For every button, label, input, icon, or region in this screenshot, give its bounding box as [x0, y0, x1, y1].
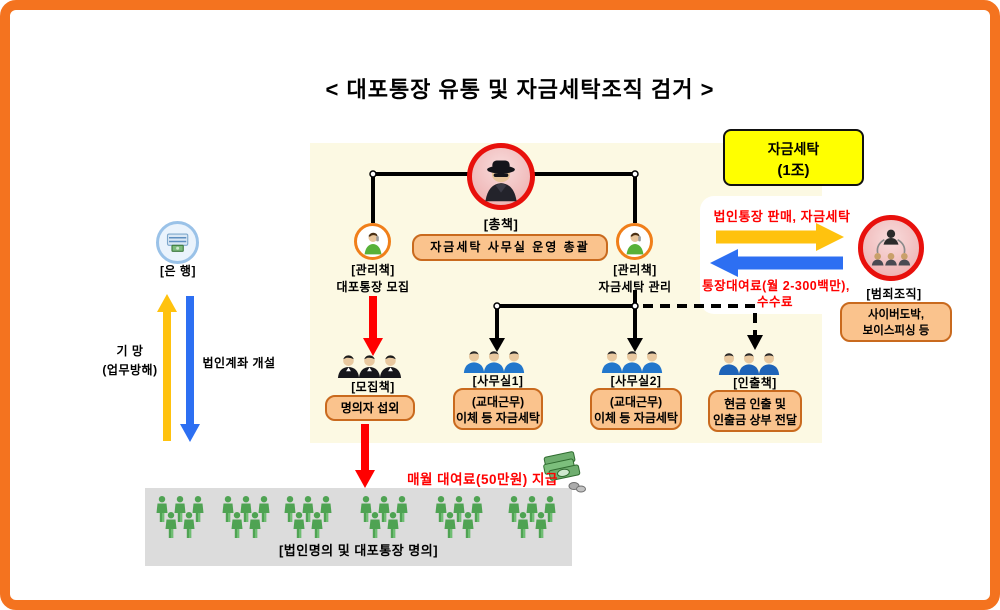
- blue-person-icon: [503, 351, 525, 373]
- diagram-title: < 대포통장 유통 및 자금세탁조직 검거 >: [325, 77, 715, 102]
- withdrawal-box: 현금 인출 및 인출금 상부 전달: [708, 390, 802, 432]
- withdrawal-label: [인출책]: [733, 376, 777, 390]
- legend-box: 자금세탁 (1조): [723, 129, 864, 186]
- criminal-org-label: [범죄조직]: [866, 287, 922, 301]
- manager-person-icon: [626, 232, 643, 254]
- sell-arrow-label: 법인통장 판매, 자금세탁: [713, 209, 851, 224]
- deception-label-line2: (업무방해): [102, 363, 158, 377]
- withdrawal-group: [718, 351, 780, 375]
- bank-node: [156, 221, 199, 264]
- blue-person-icon: [641, 351, 663, 373]
- office2-box: (교대근무) 이체 등 자금세탁: [590, 388, 682, 430]
- boss-role-box: 자금세탁 사무실 운영 총괄: [412, 234, 608, 261]
- manager-right-role: 자금세탁 관리: [598, 280, 672, 294]
- office1-group: [463, 349, 525, 373]
- fee-label-line1: 통장대여료(월 2-300백만),: [702, 279, 850, 293]
- bank-icon: [166, 232, 188, 252]
- account-open-label: 법인계좌 개설: [202, 356, 276, 370]
- office1-box: (교대근무) 이체 등 자금세탁: [453, 388, 543, 430]
- manager-person-icon: [364, 232, 381, 254]
- criminal-network-icon: [871, 229, 911, 266]
- blue-person-icon: [621, 351, 643, 373]
- money-stack-icon: [536, 446, 588, 499]
- office1-box-line1: (교대근무): [471, 395, 525, 409]
- recruiter-group: [337, 353, 402, 378]
- blue-person-icon: [718, 353, 740, 375]
- deception-label-line1: 기 망: [116, 344, 144, 358]
- legend-line1: 자금세탁: [767, 141, 820, 157]
- office2-box-line1: (교대근무): [609, 395, 663, 409]
- blue-person-icon: [483, 351, 505, 373]
- office1-box-line2: 이체 등 자금세탁: [456, 411, 540, 425]
- bank-label: [은 행]: [160, 264, 196, 278]
- name-holders-box: [145, 488, 572, 566]
- boss-node: [467, 143, 535, 210]
- fee-label-line2: 수수료: [756, 295, 793, 309]
- payment-label: 매월 대여료(50만원) 지급: [407, 472, 558, 487]
- blue-person-icon: [601, 351, 623, 373]
- recruiter-label: [모집책]: [351, 380, 395, 394]
- withdrawal-box-line1: 현금 인출 및: [724, 397, 786, 411]
- blue-person-icon: [463, 351, 485, 373]
- name-holders-label: [법인명의 및 대포통장 명의]: [278, 543, 439, 558]
- manager-right-label: [관리책]: [613, 263, 657, 277]
- suit-person-icon: [358, 355, 381, 378]
- legend-line2: (1조): [777, 162, 810, 179]
- office2-box-line2: 이체 등 자금세탁: [594, 411, 678, 425]
- manager-left-node: [354, 223, 391, 260]
- manager-right-node: [616, 223, 653, 260]
- boss-label: [총책]: [483, 217, 519, 232]
- manager-left-role: 대포통장 모집: [336, 280, 410, 294]
- recruiter-box: 명의자 섭외: [325, 395, 415, 421]
- criminal-org-node: [858, 215, 924, 281]
- suit-person-icon: [379, 355, 402, 378]
- blue-person-icon: [738, 353, 760, 375]
- blue-person-icon: [758, 353, 780, 375]
- spy-icon: [485, 160, 517, 201]
- suit-person-icon: [337, 355, 360, 378]
- office2-group: [601, 349, 663, 373]
- office2-label: [사무실2]: [610, 374, 662, 388]
- office1-label: [사무실1]: [472, 374, 524, 388]
- criminal-box-line1: 사이버도박,: [867, 309, 925, 321]
- manager-left-label: [관리책]: [351, 263, 395, 277]
- name-holder-people-icons: [156, 496, 556, 538]
- criminal-org-box: 사이버도박, 보이스피싱 등: [840, 302, 952, 342]
- criminal-box-line2: 보이스피싱 등: [862, 325, 930, 337]
- withdrawal-box-line2: 인출금 상부 전달: [713, 413, 797, 427]
